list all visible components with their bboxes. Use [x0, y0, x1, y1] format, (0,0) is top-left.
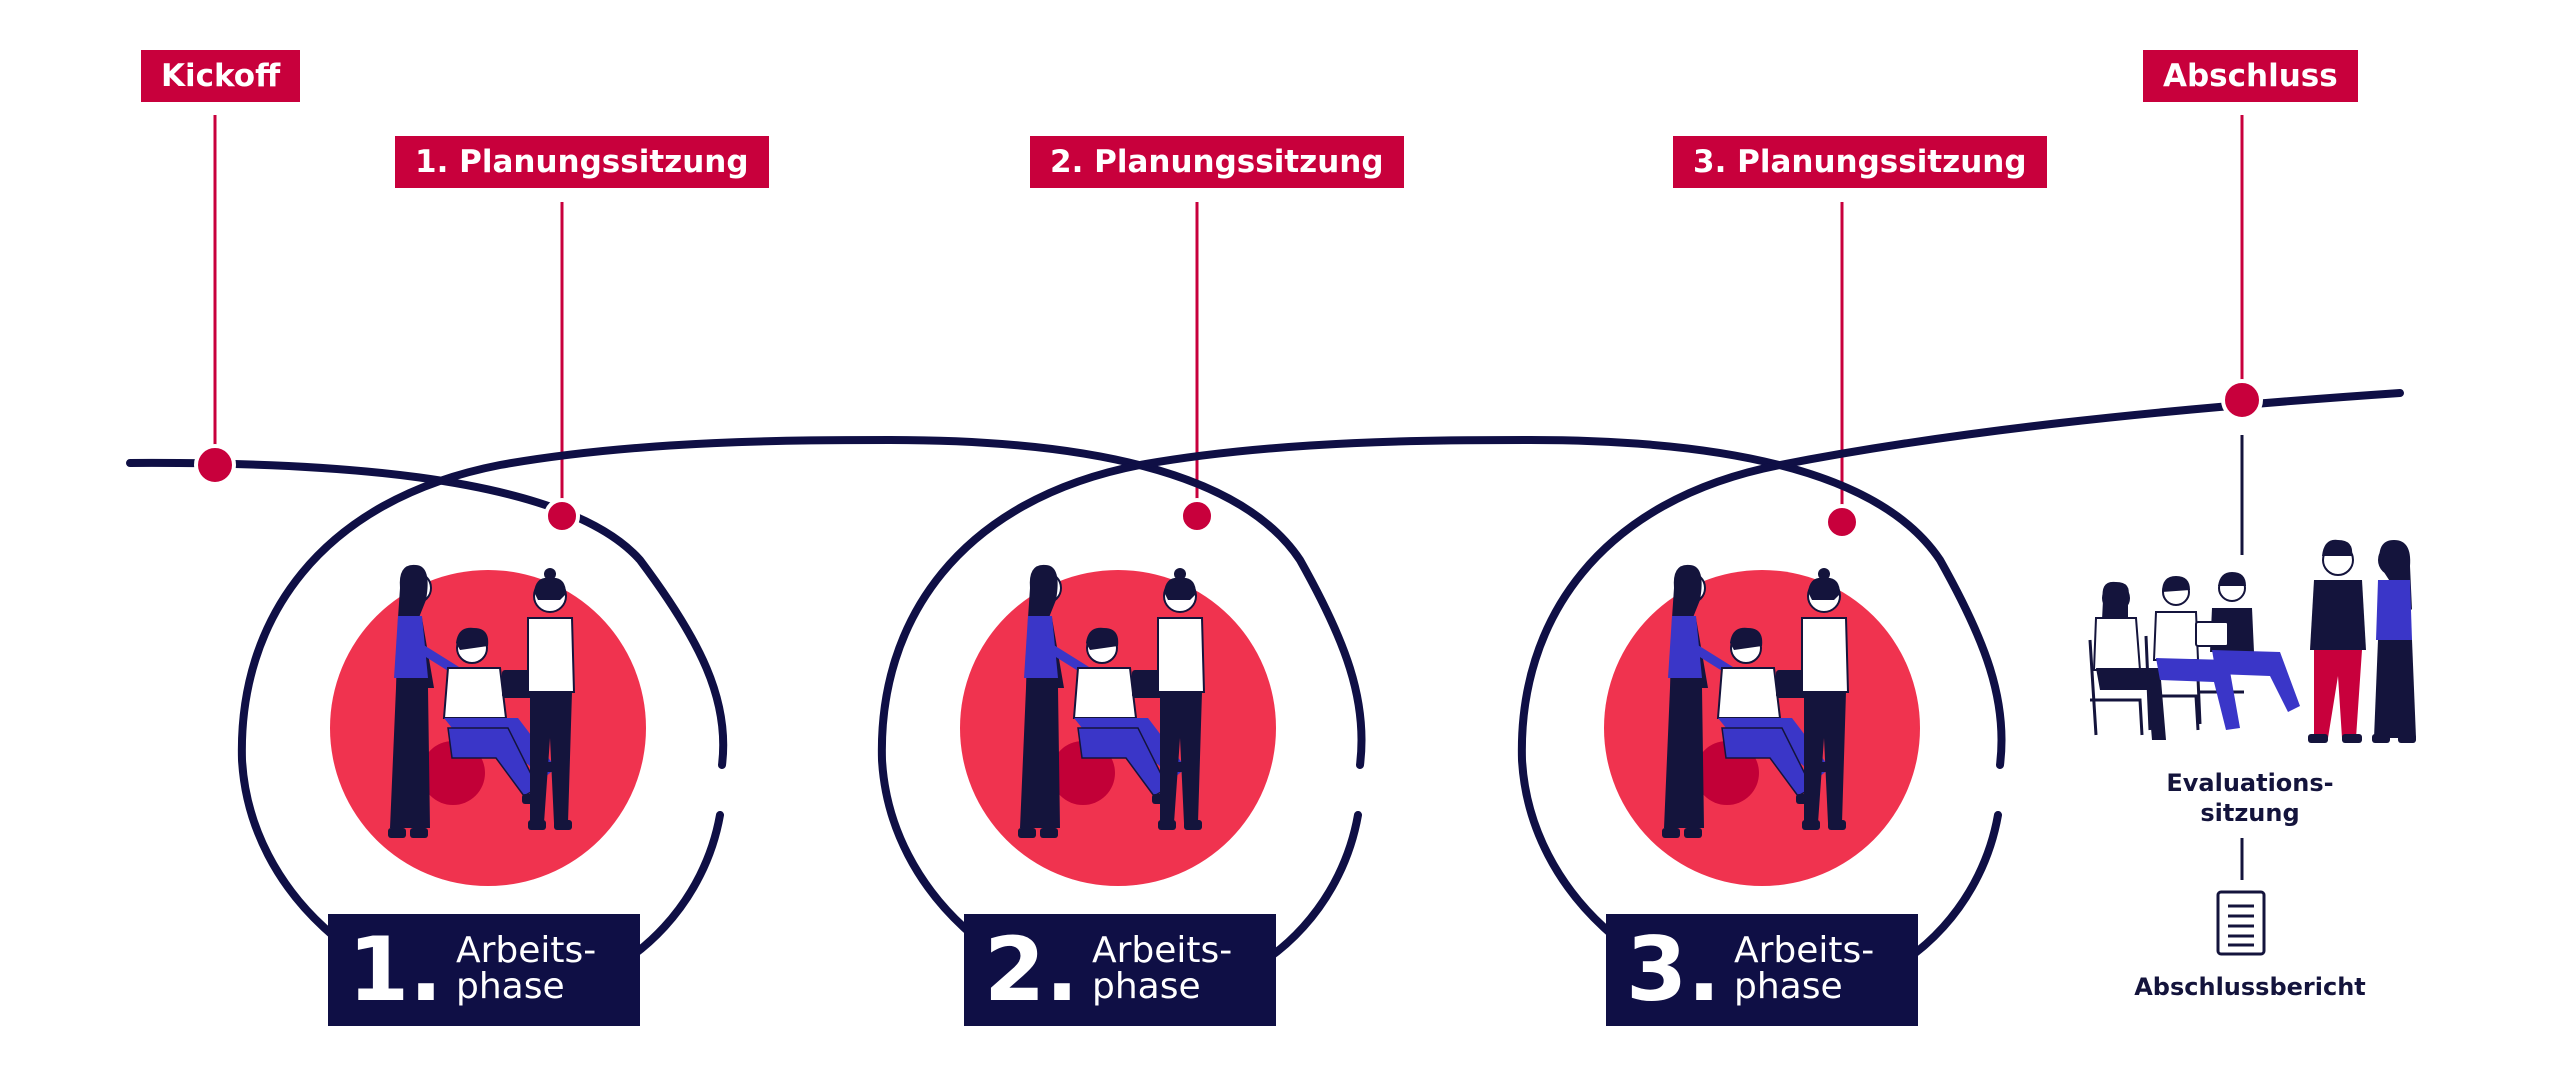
phase-number: 2.	[984, 918, 1079, 1021]
milestone-kickoff-label: Kickoff	[141, 50, 301, 102]
phase-title-line1: Arbeits-	[1092, 930, 1233, 971]
phase-illustration-1	[330, 565, 646, 886]
milestone-abschluss-label: Abschluss	[2143, 50, 2358, 102]
phase-box-1: 1. Arbeits- phase	[328, 914, 640, 1026]
milestone-planning-1-label: 1. Planungssitzung	[395, 136, 769, 188]
phase-title-line2: phase	[456, 966, 565, 1007]
phase-box-2: 2. Arbeits- phase	[964, 914, 1276, 1026]
evaluation-label: Evaluations- sitzung	[2130, 768, 2370, 828]
evaluation-label-line1: Evaluations-	[2166, 769, 2334, 797]
phase-number: 3.	[1626, 918, 1721, 1021]
phase-box-3: 3. Arbeits- phase	[1606, 914, 1918, 1026]
phase-illustration-2	[960, 565, 1276, 886]
evaluation-group-illustration	[2088, 539, 2416, 743]
final-report-label: Abschlussbericht	[2134, 973, 2366, 1001]
phase-title-line1: Arbeits-	[456, 930, 597, 971]
phase-title-line2: phase	[1092, 966, 1201, 1007]
milestone-planning-2-label: 2. Planungssitzung	[1030, 136, 1404, 188]
document-icon	[2216, 890, 2266, 956]
evaluation-label-line2: sitzung	[2200, 799, 2300, 827]
milestone-planning-3-label: 3. Planungssitzung	[1673, 136, 2047, 188]
phase-number: 1.	[348, 918, 443, 1021]
phase-illustration-3	[1604, 565, 1920, 886]
phase-title-line2: phase	[1734, 966, 1843, 1007]
phase-title-line1: Arbeits-	[1734, 930, 1875, 971]
